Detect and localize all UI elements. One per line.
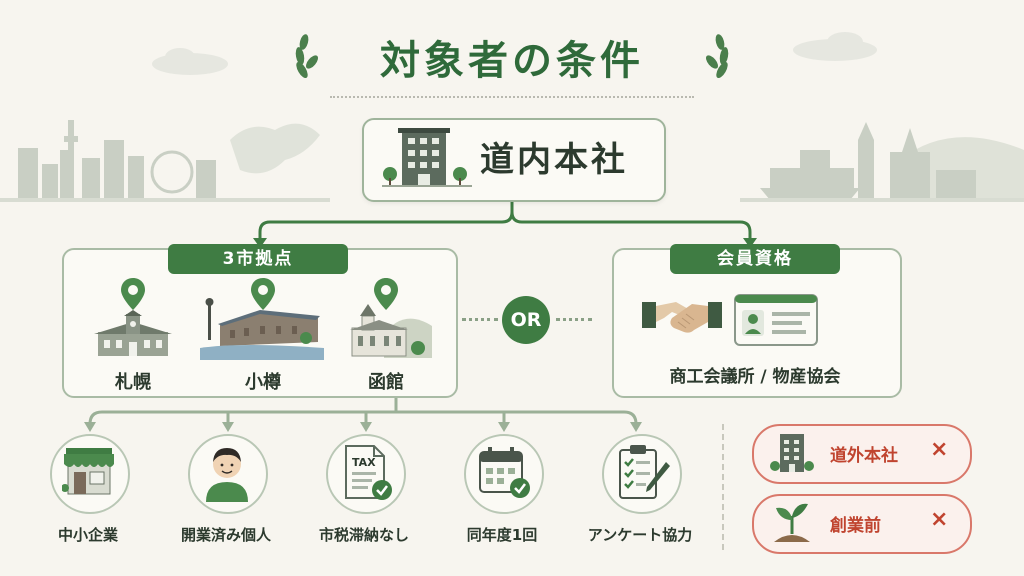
page-title: 対象者の条件	[380, 38, 644, 84]
exclusion-separator	[722, 424, 724, 550]
dotted-connector-right	[556, 318, 592, 321]
exclusion-pre-founding	[752, 494, 972, 554]
calendar-check-icon	[479, 447, 530, 498]
membership-label: 商工会議所 / 物産協会	[669, 367, 841, 387]
or-badge: OR	[502, 296, 550, 344]
condition-label-once-per-year: 同年度1回	[466, 526, 538, 544]
cloud-icon	[793, 32, 877, 61]
laurel-left-icon	[295, 34, 318, 78]
hakodate-church-icon	[350, 304, 432, 358]
membership-tag: 会員資格	[670, 244, 840, 274]
city-label-hakodate: 函館	[368, 372, 404, 393]
sprout-icon	[774, 503, 810, 542]
condition-label-no-tax-arrears: 市税滞納なし	[318, 526, 409, 544]
condition-label-sole-proprietor: 開業済み個人	[180, 526, 271, 544]
city-label-sapporo: 札幌	[115, 372, 151, 393]
exclusion-label-pre-founding: 創業前	[830, 516, 881, 536]
person-avatar-icon	[206, 448, 248, 502]
exclusion-x-icon: ×	[930, 507, 949, 532]
member-id-card-icon	[734, 294, 818, 346]
exclusion-label-outside-hokkaido: 道外本社	[830, 446, 898, 466]
dotted-connector-left	[462, 318, 498, 321]
title-divider	[330, 96, 694, 98]
condition-label-sme: 中小企業	[57, 526, 118, 544]
handshake-icon	[642, 302, 722, 333]
survey-clipboard-icon	[619, 445, 670, 499]
laurel-right-icon	[706, 34, 729, 78]
cities-tag: 3市拠点	[168, 244, 348, 274]
condition-label-survey: アンケート協力	[587, 526, 693, 544]
cloud-icon	[152, 48, 228, 75]
sapporo-skyline-illustration	[0, 120, 330, 202]
office-building-icon	[382, 128, 472, 187]
hq-label: 道内本社	[480, 140, 628, 180]
storefront-icon	[62, 448, 114, 495]
tax-icon-text: TAX	[352, 456, 376, 469]
city-label-otaru: 小樽	[245, 372, 281, 393]
sapporo-clock-tower-icon	[94, 310, 172, 356]
location-pin-icon	[121, 278, 145, 310]
hakodate-otaru-skyline-illustration	[740, 122, 1024, 202]
condition-circle-sme	[50, 434, 130, 514]
office-building-icon	[770, 434, 814, 472]
otaru-canal-warehouse-icon	[200, 298, 324, 360]
tax-document-check-icon	[345, 445, 392, 500]
exclusion-x-icon: ×	[930, 437, 949, 462]
location-pin-icon	[251, 278, 275, 310]
location-pin-icon	[374, 278, 398, 310]
